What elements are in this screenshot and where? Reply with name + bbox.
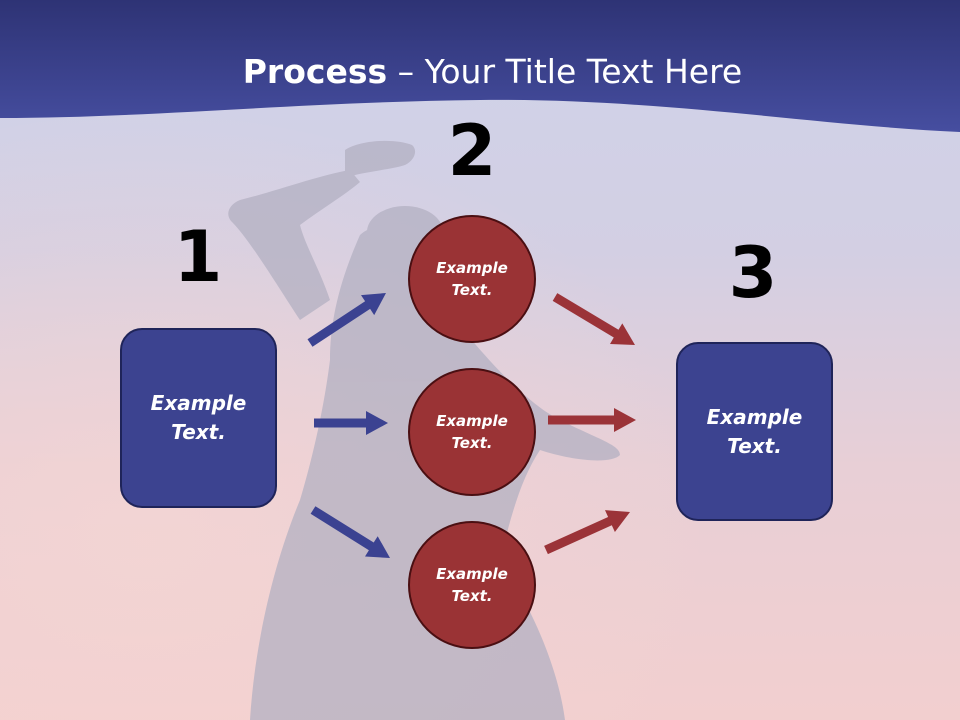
circle-top: Example Text.: [408, 215, 536, 343]
arrow-bottom-to-right: [544, 510, 630, 555]
left-box: Example Text.: [120, 328, 277, 508]
left-box-text: Example Text.: [150, 391, 247, 444]
title-rest: – Your Title Text Here: [387, 52, 743, 91]
circle-middle: Example Text.: [408, 368, 536, 496]
right-box-text: Example Text.: [706, 404, 803, 458]
step-number-2: 2: [447, 110, 497, 192]
arrow-middle-to-right: [548, 408, 636, 432]
arrow-left-to-bottom: [310, 506, 390, 558]
flow-arrows: [307, 293, 636, 558]
header-band: [0, 0, 960, 132]
circle-middle-text: Example Text.: [436, 411, 508, 453]
arrow-left-to-top: [307, 293, 386, 347]
right-box: Example Text.: [676, 342, 833, 521]
arrow-left-to-middle: [314, 411, 388, 435]
step-number-3: 3: [728, 232, 778, 314]
step-number-1: 1: [173, 216, 223, 298]
circle-bottom: Example Text.: [408, 521, 536, 649]
title-bold: Process: [242, 52, 388, 91]
circle-bottom-text: Example Text.: [436, 564, 508, 606]
arrow-top-to-right: [552, 293, 635, 345]
circle-top-text: Example Text.: [436, 258, 508, 300]
slide-title: Process – Your Title Text Here: [0, 52, 960, 91]
